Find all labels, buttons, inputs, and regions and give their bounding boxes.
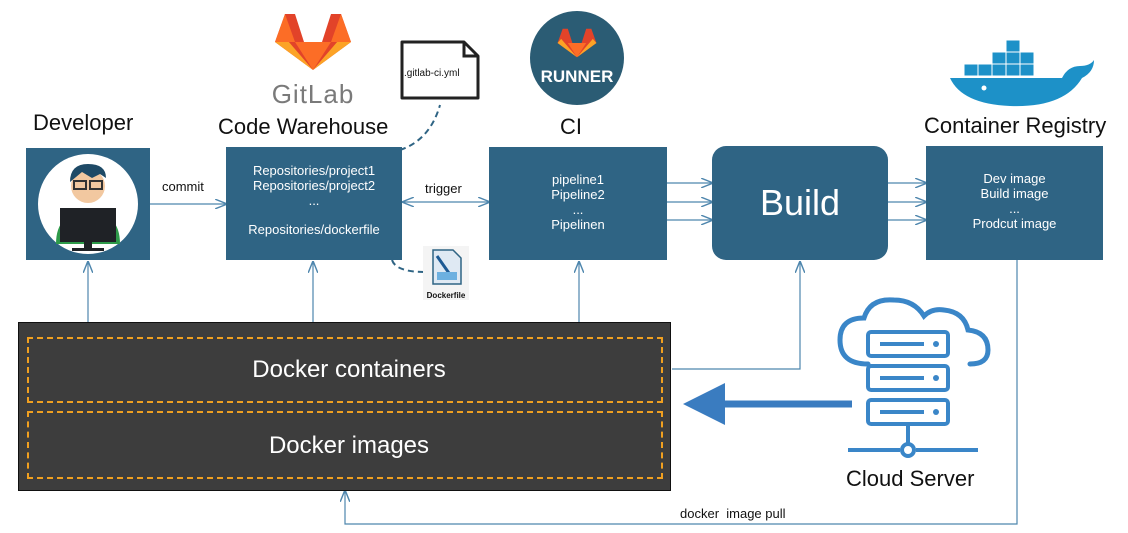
docker-whale-icon bbox=[950, 39, 1094, 107]
trigger-label: trigger bbox=[425, 181, 462, 196]
gitlab-fox-icon bbox=[275, 14, 351, 70]
pipeline-item: ... bbox=[572, 202, 584, 217]
build-box: Build bbox=[712, 146, 888, 260]
docker-whale-logo bbox=[944, 22, 1096, 108]
code-warehouse-box: Repositories/project1 Repositories/proje… bbox=[226, 147, 402, 260]
gitlab-ci-file-label: .gitlab-ci.yml bbox=[404, 68, 460, 79]
docker-panel: Docker containers Docker images bbox=[18, 322, 671, 491]
container-registry-box: Dev image Build image ... Prodcut image bbox=[926, 146, 1103, 260]
developer-title: Developer bbox=[33, 110, 134, 135]
registry-item: Build image bbox=[980, 186, 1049, 201]
cloud-server-icon bbox=[828, 296, 994, 462]
cloud-server-label: Cloud Server bbox=[846, 466, 975, 491]
dockerfile-document-icon bbox=[432, 249, 462, 285]
repo-item: ... bbox=[308, 193, 320, 208]
repo-item: Repositories/dockerfile bbox=[248, 222, 380, 237]
code-warehouse-title: Code Warehouse bbox=[218, 114, 389, 139]
pipeline-item: Pipelinen bbox=[551, 217, 605, 232]
pipeline-item: pipeline1 bbox=[551, 172, 605, 187]
commit-label: commit bbox=[162, 179, 204, 194]
gitlab-wordmark: GitLab bbox=[271, 79, 355, 109]
developer-avatar-icon bbox=[38, 154, 138, 254]
docker-containers-label: Docker containers bbox=[252, 356, 446, 383]
gitlab-ci-file-icon: .gitlab-ci.yml bbox=[398, 38, 482, 102]
repo-item: Repositories/project1 bbox=[252, 163, 376, 178]
repo-item: Repositories/project2 bbox=[252, 178, 376, 193]
runner-fox-icon bbox=[557, 28, 597, 58]
gitlab-runner-logo: RUNNER bbox=[530, 11, 624, 105]
ci-box: pipeline1 Pipeline2 ... Pipelinen bbox=[489, 147, 667, 260]
docker-images-label: Docker images bbox=[268, 432, 430, 459]
registry-item: Prodcut image bbox=[972, 216, 1057, 231]
developer-box bbox=[26, 148, 150, 260]
container-registry-title: Container Registry bbox=[924, 113, 1107, 138]
docker-images-region bbox=[27, 411, 663, 479]
dockerfile-icon: Dockerfile bbox=[423, 246, 469, 300]
runner-wordmark: RUNNER bbox=[540, 67, 614, 86]
docker-containers-region bbox=[27, 337, 663, 403]
pipeline-item: Pipeline2 bbox=[551, 187, 605, 202]
registry-item: ... bbox=[1009, 201, 1020, 216]
gitlab-logo: GitLab bbox=[268, 12, 358, 109]
build-label: Build bbox=[759, 182, 841, 223]
dockerfile-label: Dockerfile bbox=[426, 291, 466, 300]
registry-item: Dev image bbox=[983, 171, 1046, 186]
docker-image-pull-label: docker image pull bbox=[680, 506, 786, 521]
ci-title: CI bbox=[560, 114, 582, 139]
